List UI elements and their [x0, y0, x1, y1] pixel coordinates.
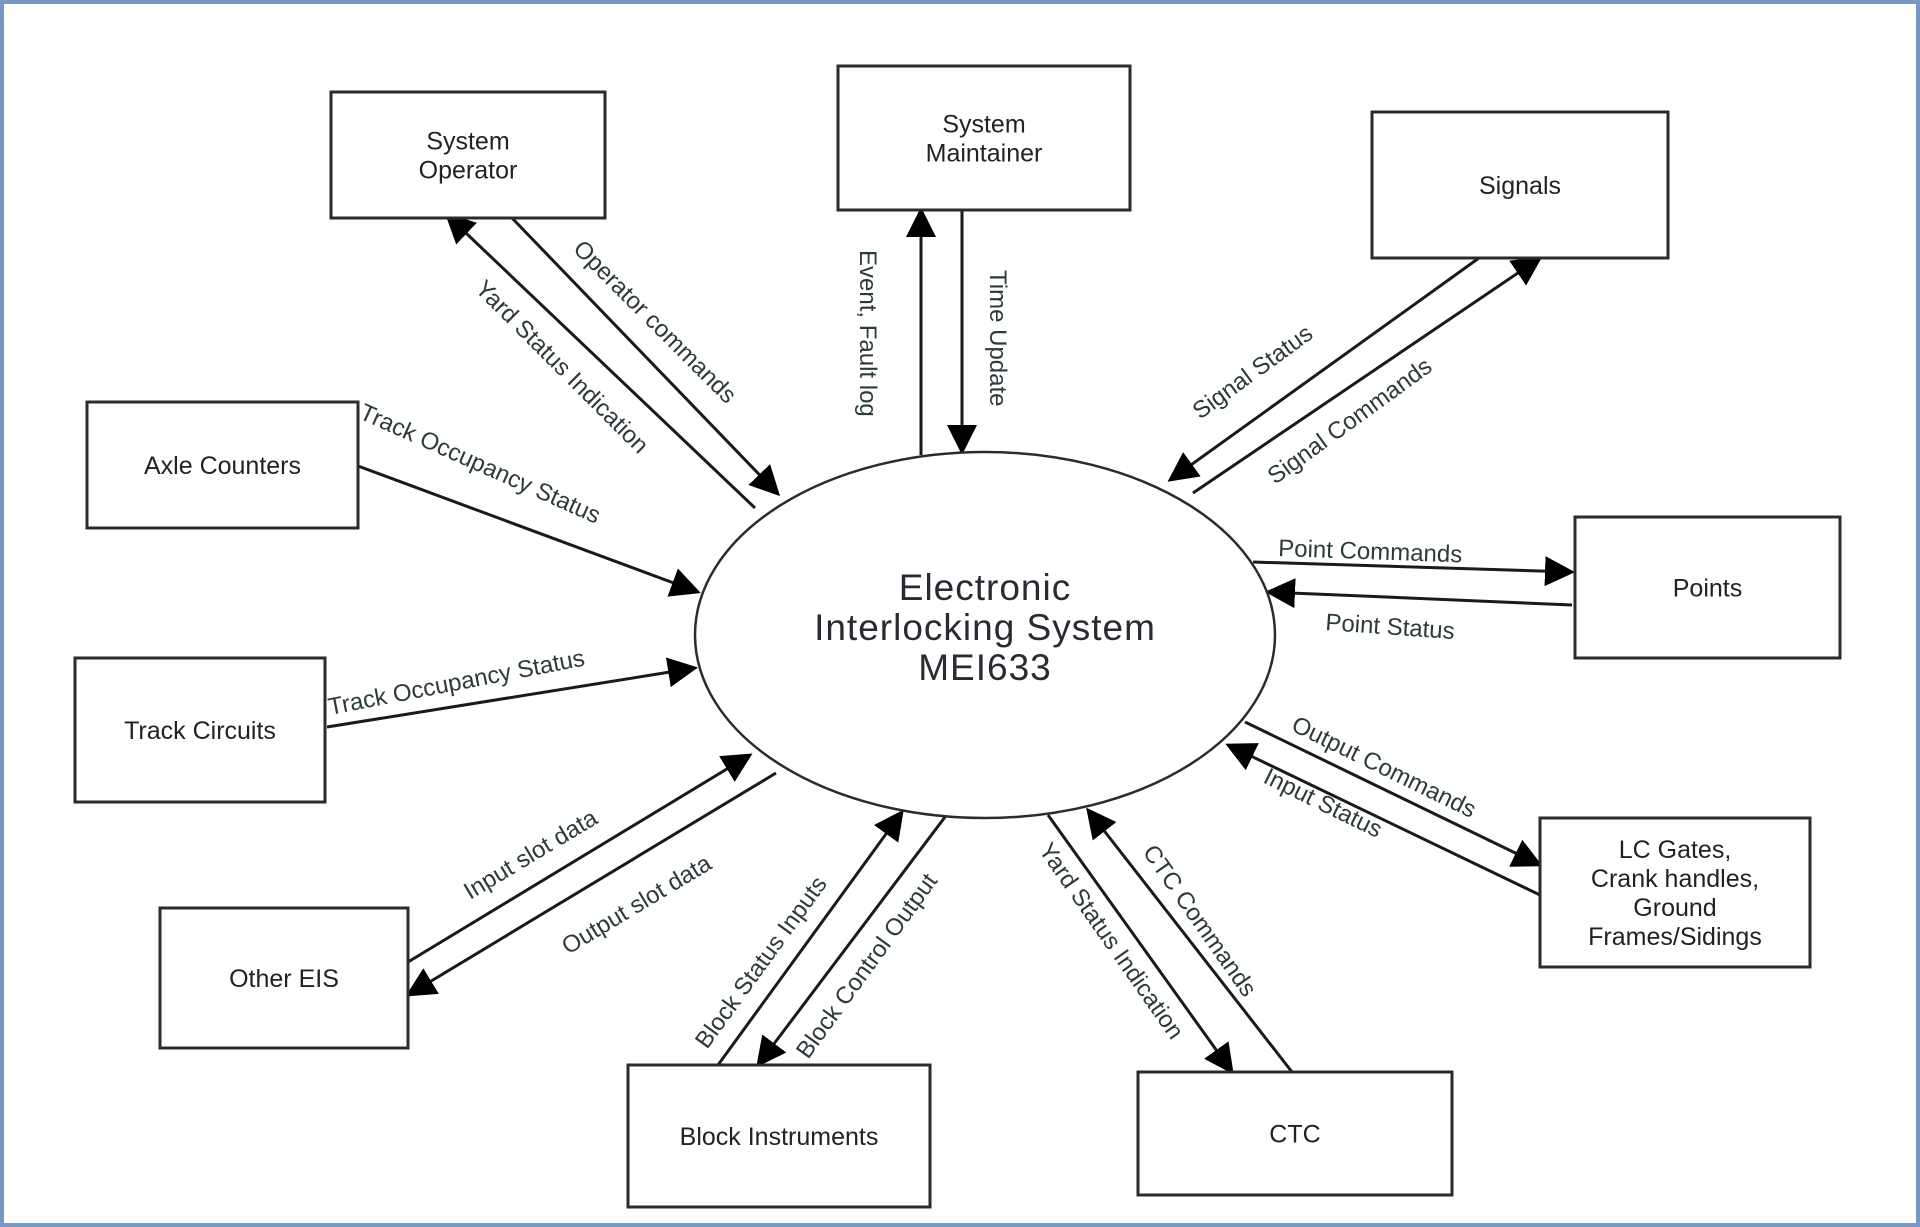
entity-label: Other EIS [229, 965, 339, 993]
entity-box [1136, 1070, 1454, 1197]
flow-arrow-yard-status-indication-operator [444, 212, 757, 510]
entity-label: System [942, 111, 1025, 139]
flow-label-point-commands: Point Commands [1278, 535, 1463, 568]
flow-arrow-operator-commands [510, 216, 781, 497]
flow-arrow-ctc-commands [1086, 807, 1294, 1073]
entity-box [1370, 110, 1670, 260]
entity-label: Crank handles, [1591, 865, 1759, 893]
entity-box [836, 64, 1132, 212]
flow-arrow-signal-status [1167, 256, 1480, 482]
entity-label: Operator [419, 157, 518, 185]
entity-label: Signals [1479, 172, 1561, 200]
center-process-title-line: Electronic [899, 567, 1071, 608]
entity-box [1538, 816, 1812, 969]
entity-other-eis: Other EIS [158, 906, 410, 1050]
entity-label: Maintainer [926, 140, 1043, 168]
entity-box [1573, 515, 1842, 660]
entity-label: Ground [1633, 894, 1716, 922]
flow-arrow-block-control-output [756, 816, 947, 1068]
flow-label-time-update: Time Update [984, 270, 1011, 407]
entity-label: Frames/Sidings [1588, 923, 1762, 951]
entity-block-instruments: Block Instruments [626, 1063, 932, 1209]
flow-arrow-input-slot-data [407, 753, 753, 964]
flow-label-point-status: Point Status [1325, 609, 1456, 645]
entity-label: Track Circuits [124, 717, 276, 745]
entity-label: Block Instruments [680, 1123, 879, 1151]
flow-arrow-track-occupancy-axle [357, 464, 701, 597]
flow-arrow-point-commands [1252, 556, 1575, 587]
entity-label: System [426, 128, 509, 156]
entity-box [85, 400, 360, 530]
entity-lc-gates: LC Gates,Crank handles,GroundFrames/Sidi… [1538, 816, 1812, 969]
entity-box [158, 906, 410, 1050]
flow-arrow-signal-commands [1192, 256, 1543, 495]
entity-label: Axle Counters [144, 452, 301, 480]
flow-label-signal-status: Signal Status [1188, 320, 1318, 425]
flow-label-signal-commands: Signal Commands [1263, 353, 1438, 490]
entity-box [73, 656, 327, 804]
flow-label-track-occupancy-circuits: Track Occupancy Status [326, 645, 587, 721]
flow-label-ctc-commands: CTC Commands [1137, 840, 1262, 1002]
flow-arrow-output-commands [1244, 720, 1543, 867]
entity-axle-counters: Axle Counters [85, 400, 360, 530]
flow-label-input-status: Input Status [1259, 763, 1386, 843]
center-process-title-line: MEI633 [918, 647, 1052, 688]
entity-ctc: CTC [1136, 1070, 1454, 1197]
entity-box [626, 1063, 932, 1209]
flow-label-event-fault-log: Event, Fault log [854, 250, 881, 417]
flow-arrow-output-slot-data [405, 771, 777, 997]
flow-arrow-input-status [1225, 743, 1541, 897]
flow-label-output-slot-data: Output slot data [557, 849, 717, 960]
flow-arrow-yard-status-indication-ctc [1046, 814, 1234, 1075]
entity-label: Points [1673, 575, 1742, 603]
entity-label: CTC [1269, 1121, 1320, 1149]
flow-arrow-track-occupancy-circuits [326, 657, 698, 729]
center-process-ellipse [693, 450, 1277, 820]
flow-arrow-block-status-inputs [716, 809, 904, 1066]
entity-points: Points [1573, 515, 1842, 660]
entity-signals: Signals [1370, 110, 1670, 260]
entity-box [329, 90, 607, 220]
entity-label: LC Gates, [1619, 836, 1732, 864]
entity-track-circuits: Track Circuits [73, 656, 327, 804]
flow-arrow-point-status [1265, 578, 1573, 609]
center-process-title-line: Interlocking System [814, 607, 1156, 648]
